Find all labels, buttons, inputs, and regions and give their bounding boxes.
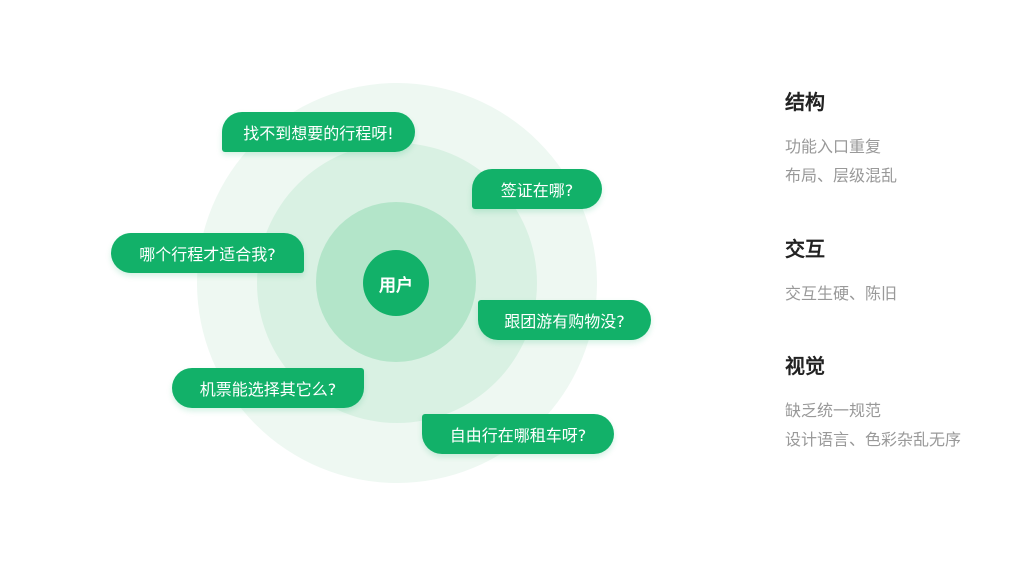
speech-bubble-car-rental: 自由行在哪租车呀?	[422, 414, 614, 454]
speech-bubble-shopping: 跟团游有购物没?	[478, 300, 651, 340]
speech-bubble-airline: 机票能选择其它么?	[172, 368, 364, 408]
speech-bubble-visa: 签证在哪?	[472, 169, 602, 209]
section-line: 布局、层级混乱	[785, 166, 898, 185]
section-title: 交互	[785, 237, 825, 261]
section-line: 缺乏统一规范	[785, 401, 882, 420]
speech-bubble-suitable-trip: 哪个行程才适合我?	[111, 233, 304, 273]
user-center-node: 用户	[363, 250, 429, 316]
section-title: 结构	[785, 90, 825, 114]
section-line: 功能入口重复	[785, 137, 882, 156]
section-line: 设计语言、色彩杂乱无序	[785, 430, 962, 449]
section-line: 交互生硬、陈旧	[785, 284, 898, 303]
section-structure: 结构 功能入口重复 布局、层级混乱	[785, 88, 897, 190]
section-title: 视觉	[785, 354, 825, 378]
section-interaction: 交互 交互生硬、陈旧	[785, 235, 897, 308]
section-visual: 视觉 缺乏统一规范 设计语言、色彩杂乱无序	[785, 352, 961, 454]
speech-bubble-itinerary: 找不到想要的行程呀!	[222, 112, 415, 152]
